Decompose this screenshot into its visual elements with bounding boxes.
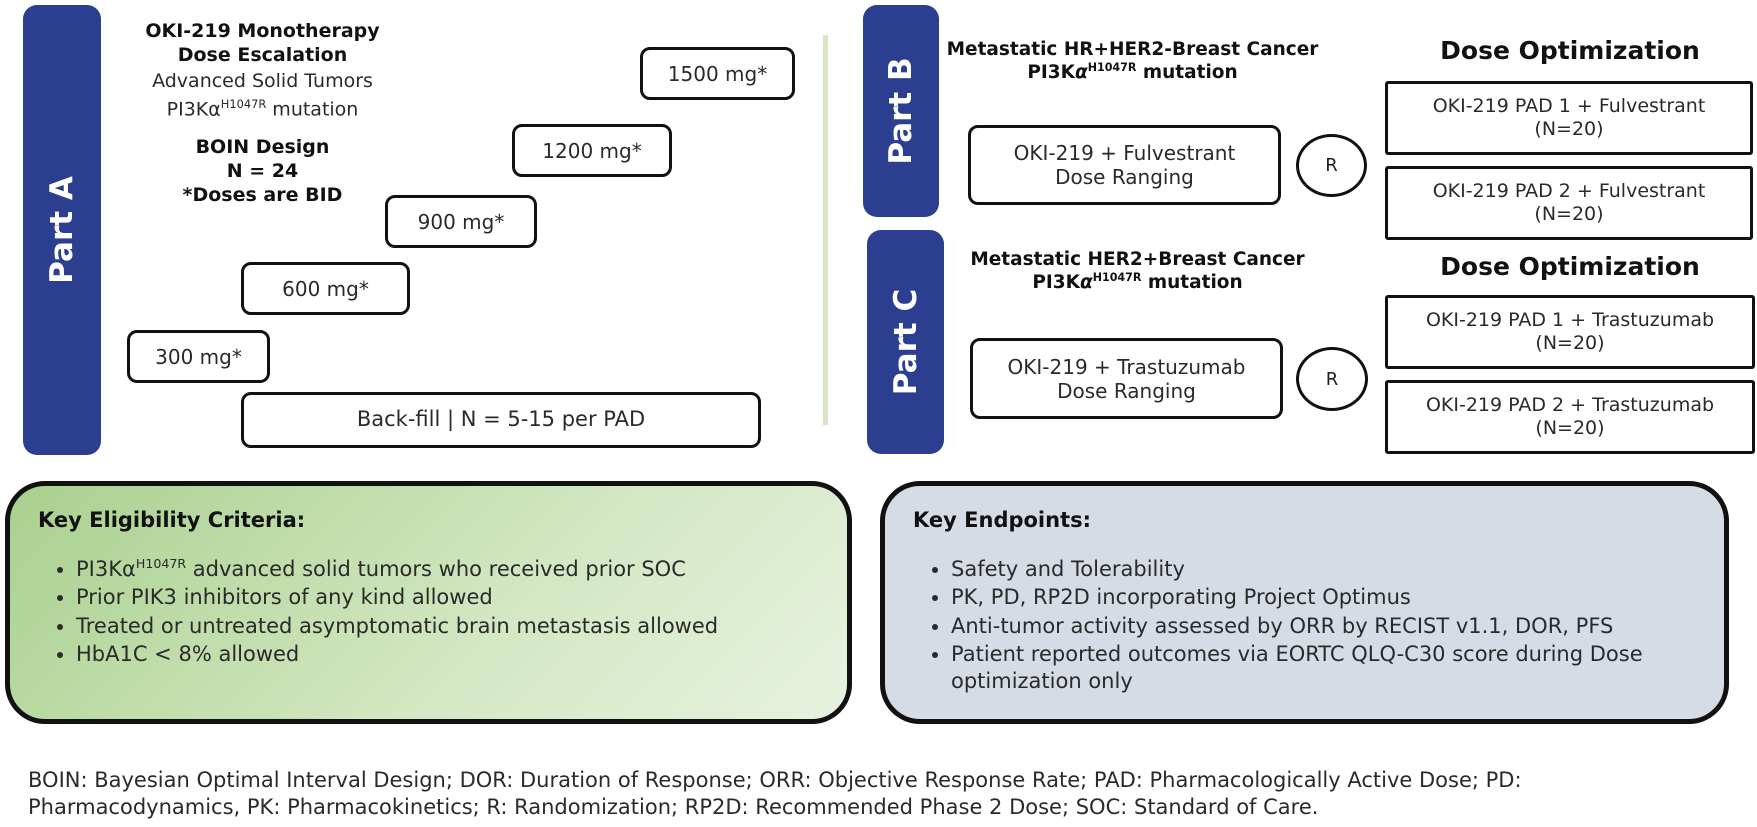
abbreviations-footer: BOIN: Bayesian Optimal Interval Design; …	[28, 768, 1522, 820]
part-b-optimization-title: Dose Optimization	[1440, 36, 1700, 65]
dose-1200-box: 1200 mg*	[512, 124, 672, 177]
part-a-mutation: PI3KαH1047R mutation	[166, 97, 359, 121]
part-a-design: BOIN Design N = 24 *Doses are BID	[182, 136, 343, 206]
list-item: Patient reported outcomes via EORTC QLQ-…	[951, 641, 1696, 696]
endpoints-list: Safety and Tolerability PK, PD, RP2D inc…	[913, 556, 1696, 695]
eligibility-title: Key Eligibility Criteria:	[38, 508, 306, 532]
part-a-title: OKI-219 Monotherapy Dose Escalation	[145, 20, 380, 66]
list-item: Treated or untreated asymptomatic brain …	[76, 613, 819, 640]
part-c-label: Part C	[887, 288, 924, 396]
part-a-subtitle: Advanced Solid Tumors	[152, 70, 373, 92]
part-b-arm-2-box: OKI-219 PAD 2 + Fulvestrant(N=20)	[1385, 166, 1753, 240]
dose-900-box: 900 mg*	[385, 195, 537, 248]
eligibility-list: PI3KαH1047R advanced solid tumors who re…	[38, 556, 819, 668]
part-a-label: Part A	[44, 176, 80, 284]
list-item: PK, PD, RP2D incorporating Project Optim…	[951, 584, 1696, 611]
endpoints-panel: Key Endpoints: Safety and Tolerability P…	[880, 481, 1729, 724]
list-item: HbA1C < 8% allowed	[76, 641, 819, 668]
endpoints-title: Key Endpoints:	[913, 508, 1092, 532]
dose-600-box: 600 mg*	[241, 262, 410, 315]
list-item: PI3KαH1047R advanced solid tumors who re…	[76, 556, 819, 583]
list-item: Prior PIK3 inhibitors of any kind allowe…	[76, 584, 819, 611]
dose-300-box: 300 mg*	[127, 330, 270, 383]
part-b-bar: Part B	[863, 5, 939, 217]
list-item: Safety and Tolerability	[951, 556, 1696, 583]
part-c-randomization-circle: R	[1296, 347, 1368, 411]
backfill-box: Back-fill | N = 5-15 per PAD	[241, 392, 761, 448]
part-b-label: Part B	[883, 57, 919, 165]
part-b-title: Metastatic HR+HER2-Breast Cancer PI3KαH1…	[946, 39, 1319, 84]
part-c-optimization-title: Dose Optimization	[1440, 252, 1700, 281]
dose-1500-box: 1500 mg*	[640, 47, 795, 100]
part-a-bar: Part A	[23, 5, 101, 455]
part-c-arm-1-box: OKI-219 PAD 1 + Trastuzumab(N=20)	[1385, 295, 1755, 369]
list-item: Anti-tumor activity assessed by ORR by R…	[951, 613, 1696, 640]
part-b-randomization-circle: R	[1296, 134, 1367, 197]
part-b-arm-1-box: OKI-219 PAD 1 + Fulvestrant(N=20)	[1385, 81, 1753, 155]
eligibility-panel: Key Eligibility Criteria: PI3KαH1047R ad…	[5, 481, 852, 724]
part-c-arm-2-box: OKI-219 PAD 2 + Trastuzumab(N=20)	[1385, 380, 1755, 454]
part-c-title: Metastatic HER2+Breast Cancer PI3KαH1047…	[970, 249, 1305, 294]
divider-line	[823, 35, 828, 425]
part-c-bar: Part C	[867, 230, 944, 454]
